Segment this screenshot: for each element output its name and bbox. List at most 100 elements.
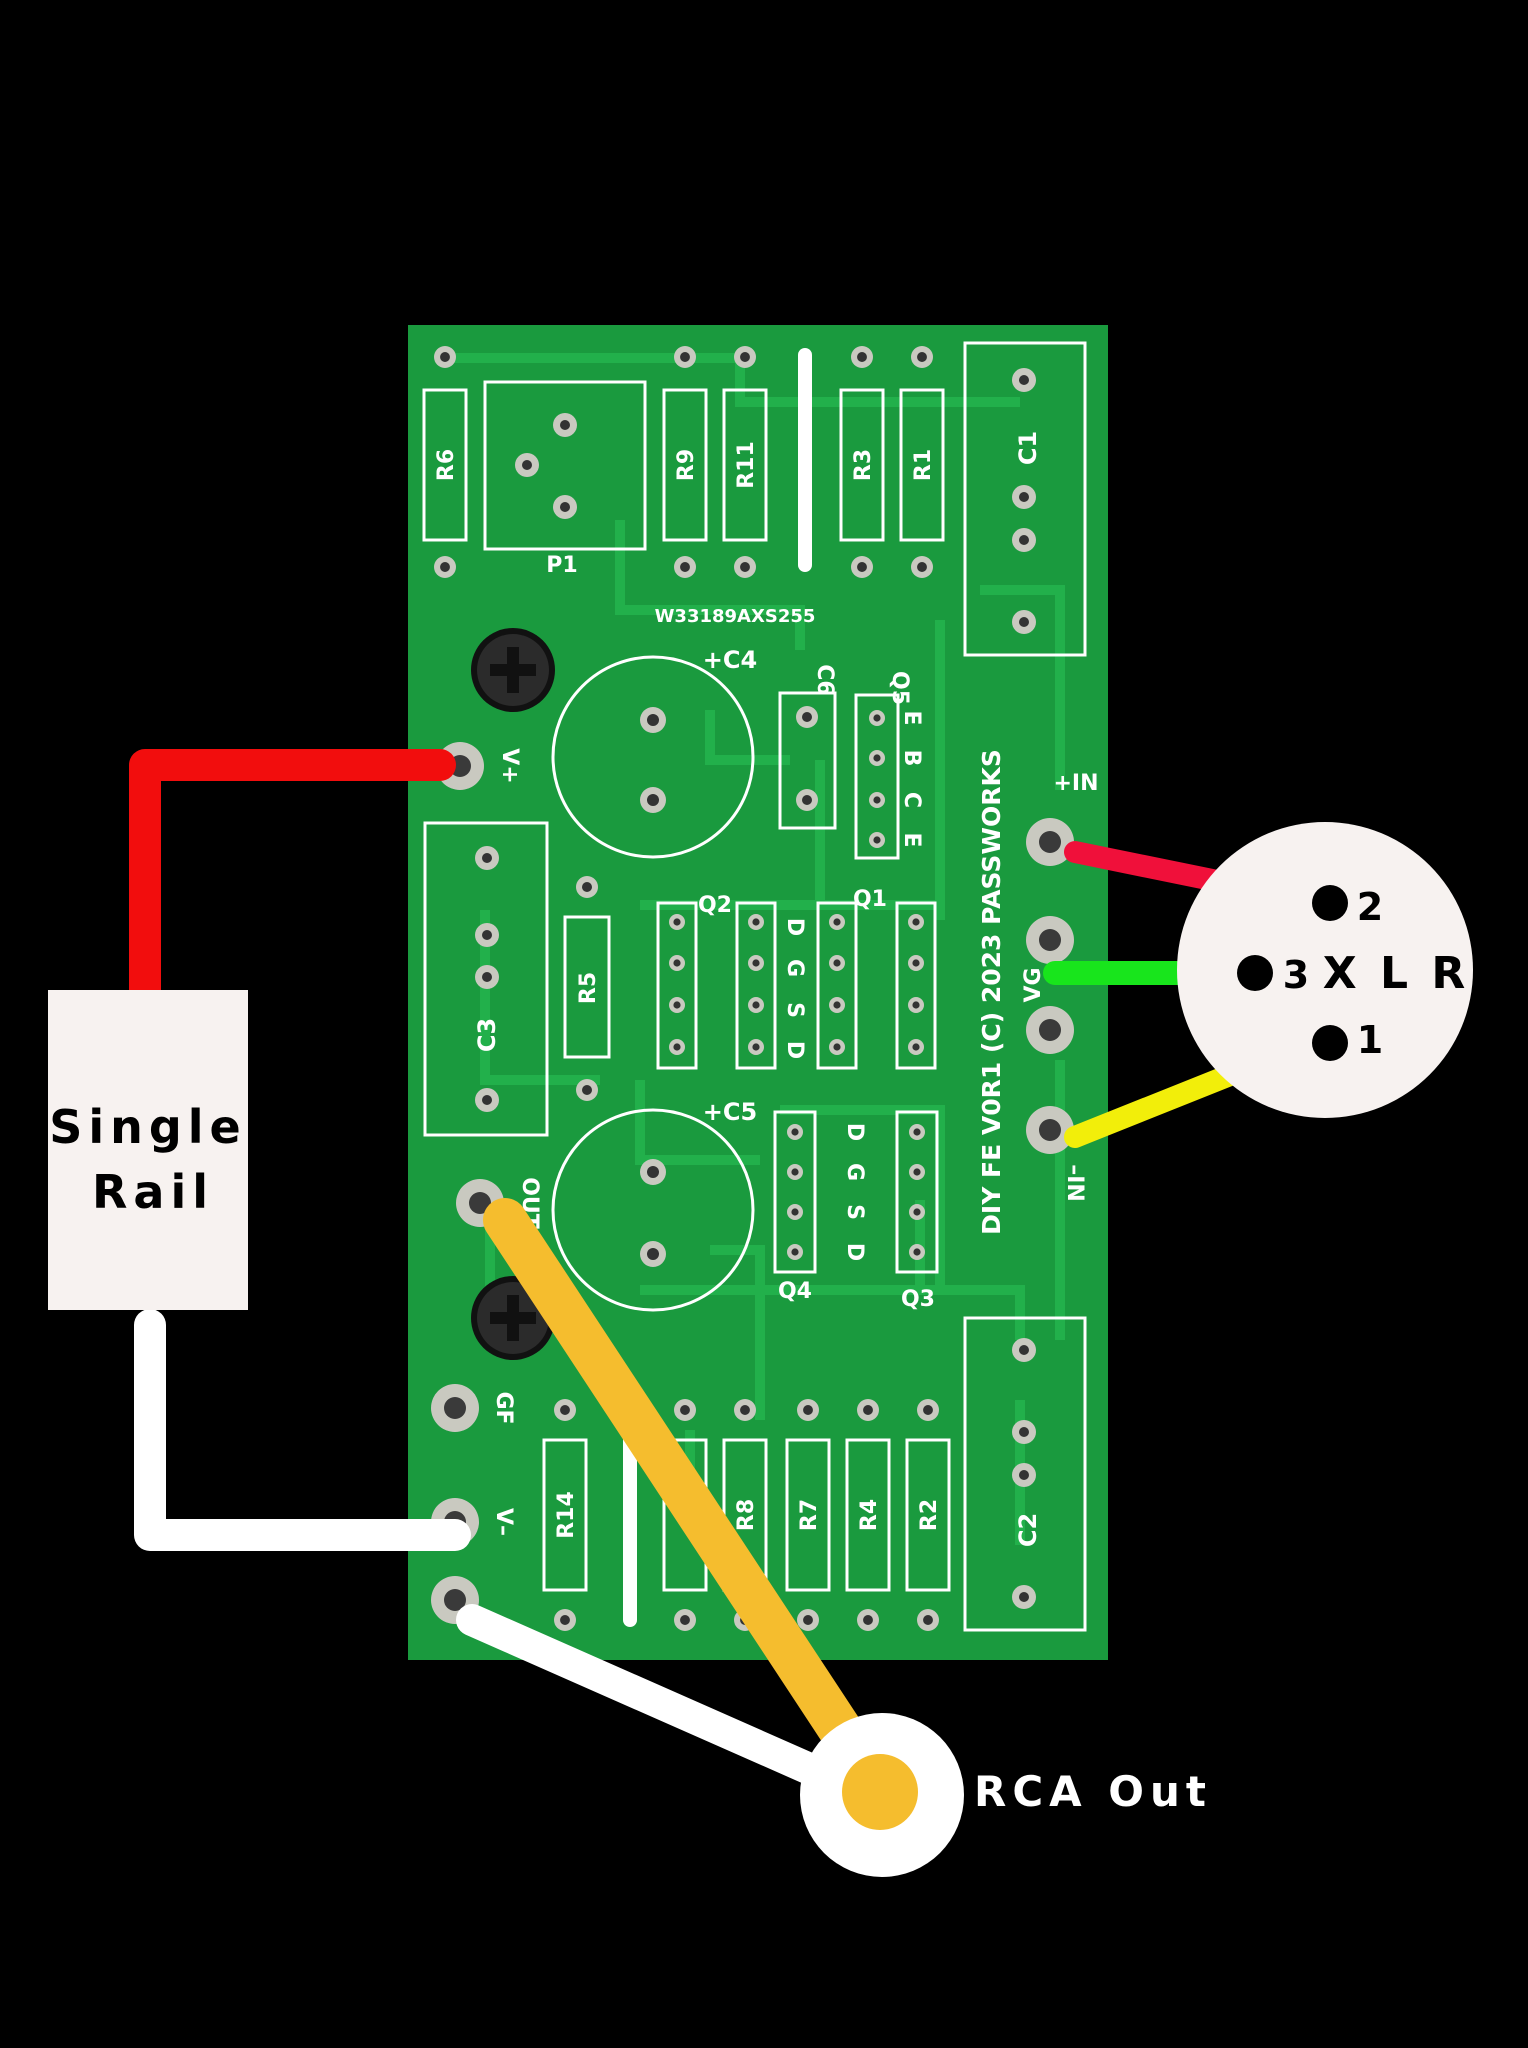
q5-pin-label-2: B bbox=[899, 750, 924, 767]
power-supply-box: Single Rail bbox=[48, 990, 248, 1310]
q34-pin-2-2-hole bbox=[913, 1168, 921, 1176]
power-label-line2: Rail bbox=[92, 1165, 214, 1219]
resistor-top-2: R9 bbox=[662, 346, 708, 578]
label-c2: C2 bbox=[1014, 1513, 1042, 1547]
wire-vminus bbox=[134, 1309, 471, 1551]
label-resistor-bottom-1: R14 bbox=[554, 1491, 579, 1539]
resistor-bottom-pad-a-hole bbox=[803, 1405, 813, 1415]
rca-connector: RCA Out bbox=[800, 1713, 1212, 1877]
q12-pin-label-2: G bbox=[782, 959, 807, 977]
q12-pin-label-1: D bbox=[782, 918, 807, 936]
resistor-top-pad-b-hole bbox=[857, 562, 867, 572]
label-vplus: V+ bbox=[497, 748, 522, 783]
label-c5: +C5 bbox=[703, 1098, 757, 1126]
resistor-bottom-pad-b-hole bbox=[680, 1615, 690, 1625]
label-c4: +C4 bbox=[703, 646, 757, 674]
resistor-top-pad-a-hole bbox=[440, 352, 450, 362]
xlr-pin3: 3 bbox=[1283, 953, 1309, 997]
resistor-bottom-pad-b-hole bbox=[560, 1615, 570, 1625]
q12-pin-2-1-hole bbox=[752, 918, 760, 926]
q12-pin-2-3-hole bbox=[752, 1001, 760, 1009]
transistors-q1-q2: Q2 Q1 D G S D bbox=[656, 887, 937, 1070]
q12-pin-label-4: D bbox=[782, 1041, 807, 1059]
resistor-bottom-outline bbox=[845, 1438, 891, 1592]
wire-vplus bbox=[129, 749, 456, 1006]
resistor-top-pad-a-hole bbox=[917, 352, 927, 362]
q34-pin-1-1-hole bbox=[791, 1128, 799, 1136]
capacitor-c2: C2 bbox=[963, 1316, 1087, 1632]
resistor-top-outline bbox=[662, 388, 708, 542]
resistor-top-outline bbox=[839, 388, 885, 542]
q34-pin-label-2: G bbox=[842, 1163, 867, 1181]
resistor-top-pad-a-hole bbox=[680, 352, 690, 362]
label-q1: Q1 bbox=[853, 887, 887, 912]
q12-pin-3-1-hole bbox=[833, 918, 841, 926]
q12-pin-4-1-hole bbox=[912, 918, 920, 926]
resistor-r5: R5 bbox=[563, 876, 611, 1101]
resistor-bottom-6: R2 bbox=[905, 1399, 951, 1631]
q12-pin-1-1-hole bbox=[673, 918, 681, 926]
q12-pin-3-3-hole bbox=[833, 1001, 841, 1009]
q34-pin-label-3: S bbox=[842, 1204, 867, 1220]
q12-pin-4-3-hole bbox=[912, 1001, 920, 1009]
label-resistor-bottom-4: R7 bbox=[797, 1499, 822, 1531]
q12-pin-4-2-hole bbox=[912, 959, 920, 967]
capacitor-c4: +C4 bbox=[551, 646, 757, 859]
resistor-top-1: R6 bbox=[422, 346, 468, 578]
q12-pin-3-4-hole bbox=[833, 1043, 841, 1051]
rca-label: RCA Out bbox=[974, 1767, 1212, 1816]
capacitor-c3: C3 bbox=[423, 821, 549, 1137]
q12-pin-3-2-hole bbox=[833, 959, 841, 967]
label-in-plus: +IN bbox=[1053, 771, 1098, 796]
label-resistor-bottom-6: R2 bbox=[917, 1499, 942, 1531]
label-vminus: V– bbox=[491, 1508, 516, 1536]
resistor-top-5: R1 bbox=[899, 346, 945, 578]
q34-pin-label-4: D bbox=[842, 1243, 867, 1261]
resistor-bottom-outline bbox=[542, 1438, 588, 1592]
q34-pin-2-4-hole bbox=[913, 1248, 921, 1256]
xlr-pin2: 2 bbox=[1357, 885, 1383, 929]
label-resistor-top-3: R11 bbox=[734, 441, 759, 489]
transistor-q5: Q5 E B C E bbox=[854, 671, 924, 860]
q5-pin-3-hole bbox=[873, 796, 881, 804]
label-p1: P1 bbox=[546, 553, 577, 578]
q34-pin-1-3-hole bbox=[791, 1208, 799, 1216]
q12-pin-1-4-hole bbox=[673, 1043, 681, 1051]
q12-pin-1-3-hole bbox=[673, 1001, 681, 1009]
resistor-bottom-outline bbox=[785, 1438, 831, 1592]
pad-vg-bottom: VG bbox=[1021, 967, 1074, 1054]
potentiometer-p1: P1 bbox=[483, 380, 647, 578]
label-r5: R5 bbox=[576, 972, 601, 1004]
label-q3: Q3 bbox=[901, 1287, 935, 1312]
copper-traces bbox=[445, 353, 1065, 1545]
resistor-bottom-pad-a-hole bbox=[560, 1405, 570, 1415]
q34-pin-1-4-hole bbox=[791, 1248, 799, 1256]
q5-pin-4-hole bbox=[873, 836, 881, 844]
resistor-top-outline bbox=[722, 388, 768, 542]
pad-vg-top bbox=[1026, 916, 1074, 964]
mounting-screw-top bbox=[471, 628, 555, 712]
label-resistor-top-2: R9 bbox=[674, 449, 699, 481]
resistor-bottom-pad-a-hole bbox=[923, 1405, 933, 1415]
board-credit: DIY FE V0R1 (C) 2023 PASSWORKS bbox=[977, 749, 1006, 1235]
label-resistor-bottom-5: R4 bbox=[857, 1499, 882, 1531]
label-resistor-bottom-3: R8 bbox=[734, 1499, 759, 1531]
resistor-top-3: R11 bbox=[722, 346, 768, 578]
q5-pin-label-3: C bbox=[899, 792, 924, 808]
xlr-label: X L R bbox=[1323, 948, 1469, 999]
q12-pin-1-2-hole bbox=[673, 959, 681, 967]
xlr-connector: 2 3 1 X L R bbox=[1177, 822, 1473, 1118]
label-c1: C1 bbox=[1014, 431, 1042, 465]
resistor-top-pad-b-hole bbox=[680, 562, 690, 572]
resistor-bottom-pad-a-hole bbox=[680, 1405, 690, 1415]
q5-pin-label-4: E bbox=[899, 832, 924, 847]
q12-pin-label-3: S bbox=[782, 1002, 807, 1018]
resistor-bottom-pad-a-hole bbox=[740, 1405, 750, 1415]
resistor-top-pad-a-hole bbox=[857, 352, 867, 362]
resistor-bottom-pad-a-hole bbox=[863, 1405, 873, 1415]
label-gf: GF bbox=[491, 1391, 516, 1424]
resistor-top-outline bbox=[899, 388, 945, 542]
label-vg: VG bbox=[1021, 967, 1046, 1002]
capacitor-c1: C1 bbox=[963, 341, 1087, 657]
